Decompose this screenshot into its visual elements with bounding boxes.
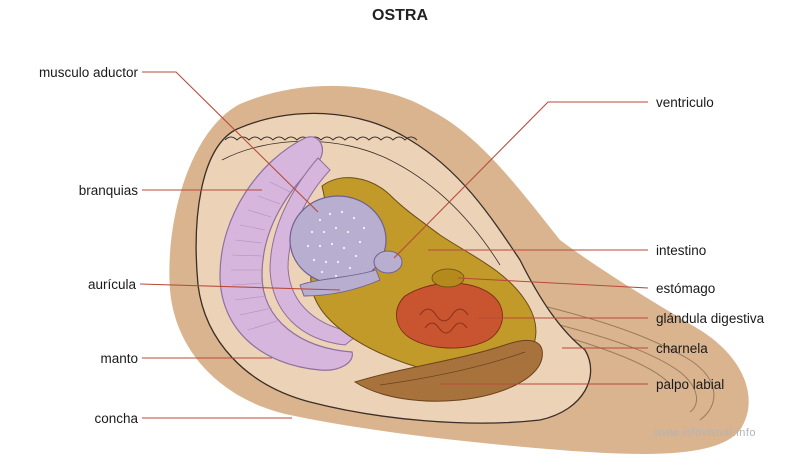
mantle-inner-line [221,140,501,266]
shell-rim-lines-2 [539,319,698,413]
leader-ventriculo [393,101,648,259]
label-concha: concha [94,411,138,426]
labial-palp-fold [379,351,526,386]
label-manto: manto [100,351,138,366]
label-intestino: intestino [656,243,706,258]
shell-rim-lines [519,299,715,421]
digestive-gland [396,282,503,349]
credit-watermark: www.infovisual.info [653,427,756,439]
label-glandula-digestiva: glándula digestiva [656,311,765,326]
mantle-fringe [224,136,418,141]
leader-auricula [139,283,341,291]
label-charnela: charnela [656,341,708,356]
label-estomago: estómago [656,281,715,296]
label-ventriculo: ventriculo [656,95,714,110]
leader-estomago [457,277,649,289]
label-auricula: aurícula [88,277,137,292]
label-musculo-aductor: musculo aductor [39,65,139,80]
label-palpo-labial: palpo labial [656,377,724,392]
intestine-coils [419,308,469,334]
label-branquias: branquias [79,183,139,198]
labial-palp [353,339,543,402]
muscle-dots [306,210,366,278]
leader-lines [139,71,649,419]
diagram-title: OSTRA [372,7,428,24]
shell-rim-lines-3 [559,334,669,383]
leader-musculo-aductor [142,71,319,213]
gill-striations [231,181,291,331]
